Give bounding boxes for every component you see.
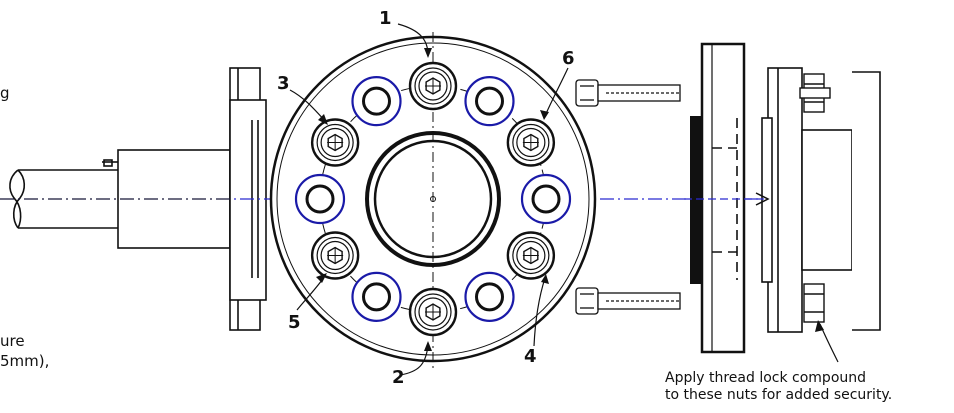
open-hole [351,76,402,127]
socket-head-bolt [408,287,458,337]
left-text-fragment-mid: ure [0,332,25,350]
open-holes [294,76,572,322]
loose-bolt-upper [575,79,681,107]
sequence-label-2: 2 [392,367,405,388]
sequence-label-4: 4 [524,346,537,367]
hex-nut-upper [799,73,831,113]
socket-head-bolt [506,118,556,167]
note-arrowhead [815,320,824,332]
sequence-label-5: 5 [288,312,301,333]
left-text-fragment-top: g [0,84,10,102]
left-text-fragment-bottom: 5mm), [0,352,50,370]
socket-head-bolts [310,61,556,337]
socket-head-bolt [310,118,360,167]
adapter-plate [700,42,746,354]
sequence-label-1: 1 [379,8,392,29]
adapter-plate-band [690,116,702,284]
hex-nut-lower [803,283,825,323]
thread-lock-note-line1: Apply thread lock compound [665,370,867,386]
open-hole [351,271,402,322]
right-flange [761,67,881,333]
flange-front-view [269,32,597,370]
socket-head-bolt [506,231,556,280]
open-hole [464,271,515,322]
socket-head-bolt [408,61,458,111]
thread-lock-note: Apply thread lock compound to these nuts… [665,370,892,404]
open-hole [294,173,346,225]
socket-head-bolt [310,231,360,280]
leader-arrowheads [316,48,549,351]
open-hole [464,76,515,127]
sequence-label-3: 3 [277,73,290,94]
thread-lock-note-line2: to these nuts for added security. [665,387,893,403]
open-hole [520,173,572,225]
loose-bolt-lower [575,287,681,315]
sequence-label-6: 6 [562,48,575,69]
assembly-arrow [755,192,770,206]
